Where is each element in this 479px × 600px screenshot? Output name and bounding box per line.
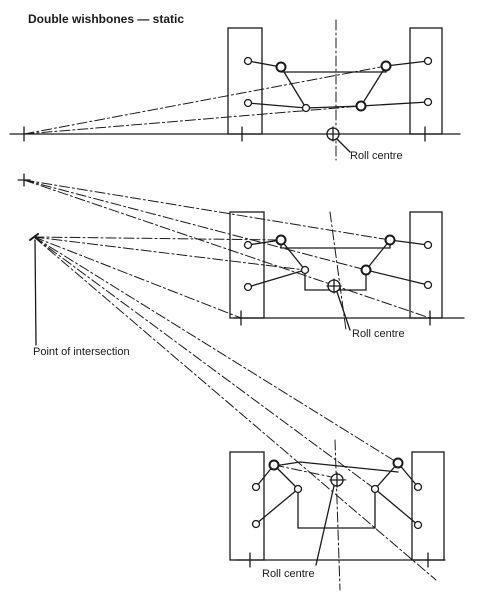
pivot-joint: [243, 98, 253, 108]
pivot-joint: [243, 282, 253, 292]
lower-wishbone-left: [247, 269, 306, 288]
upright-left: [273, 464, 299, 490]
ball-joint: [275, 61, 287, 73]
pivot-joint: [251, 519, 261, 529]
pivot-joint: [423, 240, 433, 250]
ball-joint: [384, 234, 396, 246]
lower-wishbone-right: [360, 101, 429, 107]
roll-centre-leader: [336, 138, 351, 153]
upright-right: [374, 462, 399, 490]
roll-centre-label-1: Roll centre: [350, 150, 403, 162]
ball-joint: [268, 459, 280, 471]
upper-wishbone-right: [389, 239, 429, 246]
wheel-left: [229, 211, 265, 319]
pivot-joint: [370, 484, 380, 494]
ball-joint: [380, 60, 392, 72]
pivot-joint: [413, 520, 423, 530]
instant-centre-line: [23, 105, 362, 135]
lower-wishbone-right: [374, 488, 419, 526]
point-of-intersection: [29, 233, 39, 346]
upper-wishbone-left: [247, 239, 282, 246]
lower-wishbone-left: [247, 102, 307, 109]
point-of-intersection-label: Point of intersection: [33, 346, 130, 358]
wheel-left: [227, 27, 263, 135]
wheel-right: [409, 27, 443, 135]
chassis-frame: [280, 240, 391, 249]
instant-centre-line: [23, 179, 391, 241]
upright-left: [280, 239, 306, 271]
centre-line: [334, 439, 341, 591]
pivot-joint: [243, 56, 253, 66]
chassis-frame: [273, 461, 399, 473]
diagram-rolled-upright: [17, 173, 465, 331]
wheel-left: [229, 451, 265, 561]
upright-left: [280, 66, 307, 109]
roll-centre-label-3: Roll centre: [262, 568, 315, 580]
pivot-joint: [293, 484, 303, 494]
instant-centre-line: [23, 179, 367, 271]
roll-centre-leader: [336, 291, 351, 331]
ball-joint: [355, 100, 367, 112]
instant-centre-line: [33, 236, 437, 581]
pivot-joint: [300, 265, 310, 275]
intersection-leader: [34, 239, 37, 346]
ball-joint: [275, 234, 287, 246]
pivot-joint: [423, 280, 433, 290]
wheel-right: [411, 451, 445, 561]
pivot-joint: [423, 56, 433, 66]
upright-right: [365, 239, 391, 271]
lower-wishbone-right: [365, 269, 429, 286]
diagram-static-upright: [9, 19, 461, 161]
pivot-joint: [413, 482, 423, 492]
chassis-subframe: [297, 488, 376, 529]
lower-wishbone-left: [255, 488, 299, 525]
roll-centre-label-2: Roll centre: [352, 328, 405, 340]
upright-right: [360, 65, 387, 107]
instant-centre-line: [23, 179, 431, 319]
pivot-joint: [251, 482, 261, 492]
ball-joint: [392, 457, 404, 469]
upper-wishbone-left: [247, 60, 282, 68]
instant-centre-line: [33, 236, 376, 490]
pivot-joint: [301, 103, 311, 113]
diagram-title: Double wishbones — static: [28, 12, 185, 26]
instant-centre-line: [33, 236, 282, 241]
instant-centre-line: [23, 65, 387, 135]
upper-wishbone-right: [385, 60, 429, 67]
diagram-rolled-chassis: [33, 236, 446, 591]
pivot-joint: [423, 97, 433, 107]
instant-centre-line: [33, 236, 399, 464]
instant-centre-line: [33, 236, 242, 319]
roll-centre-leader: [315, 485, 335, 566]
wheel-right: [409, 211, 443, 319]
ball-joint: [360, 264, 372, 276]
instant-centre-line: [33, 236, 306, 271]
pivot-joint: [243, 240, 253, 250]
